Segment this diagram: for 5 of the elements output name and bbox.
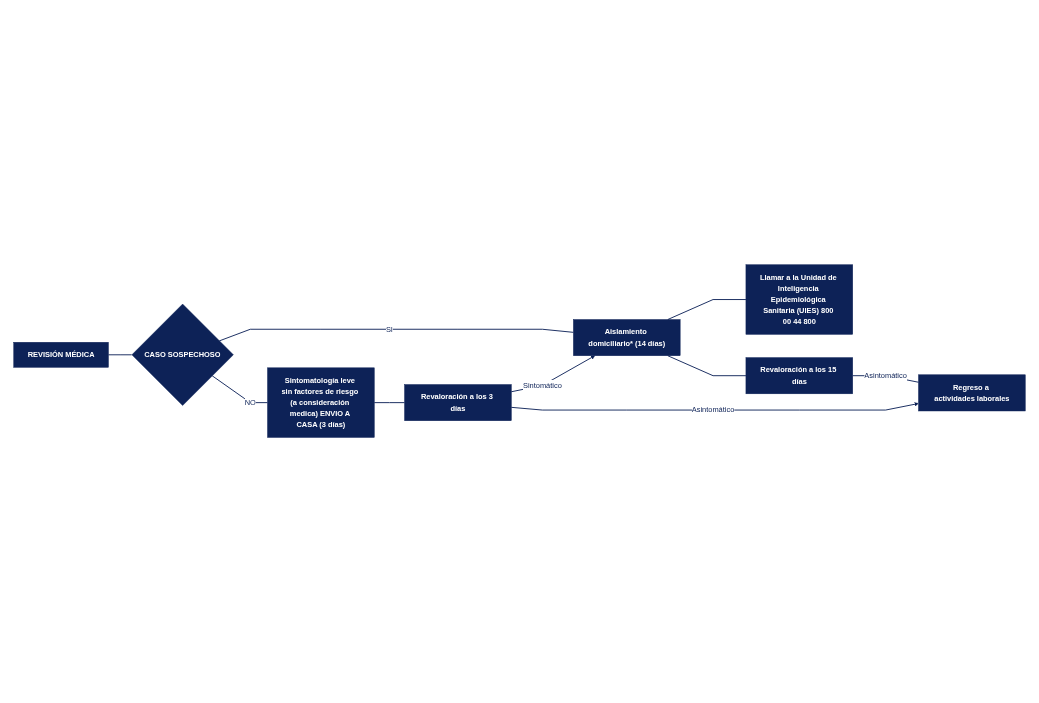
connector [667, 299, 747, 321]
connector [211, 375, 268, 404]
connector [373, 402, 405, 404]
connector [108, 354, 133, 356]
connector [218, 329, 574, 342]
